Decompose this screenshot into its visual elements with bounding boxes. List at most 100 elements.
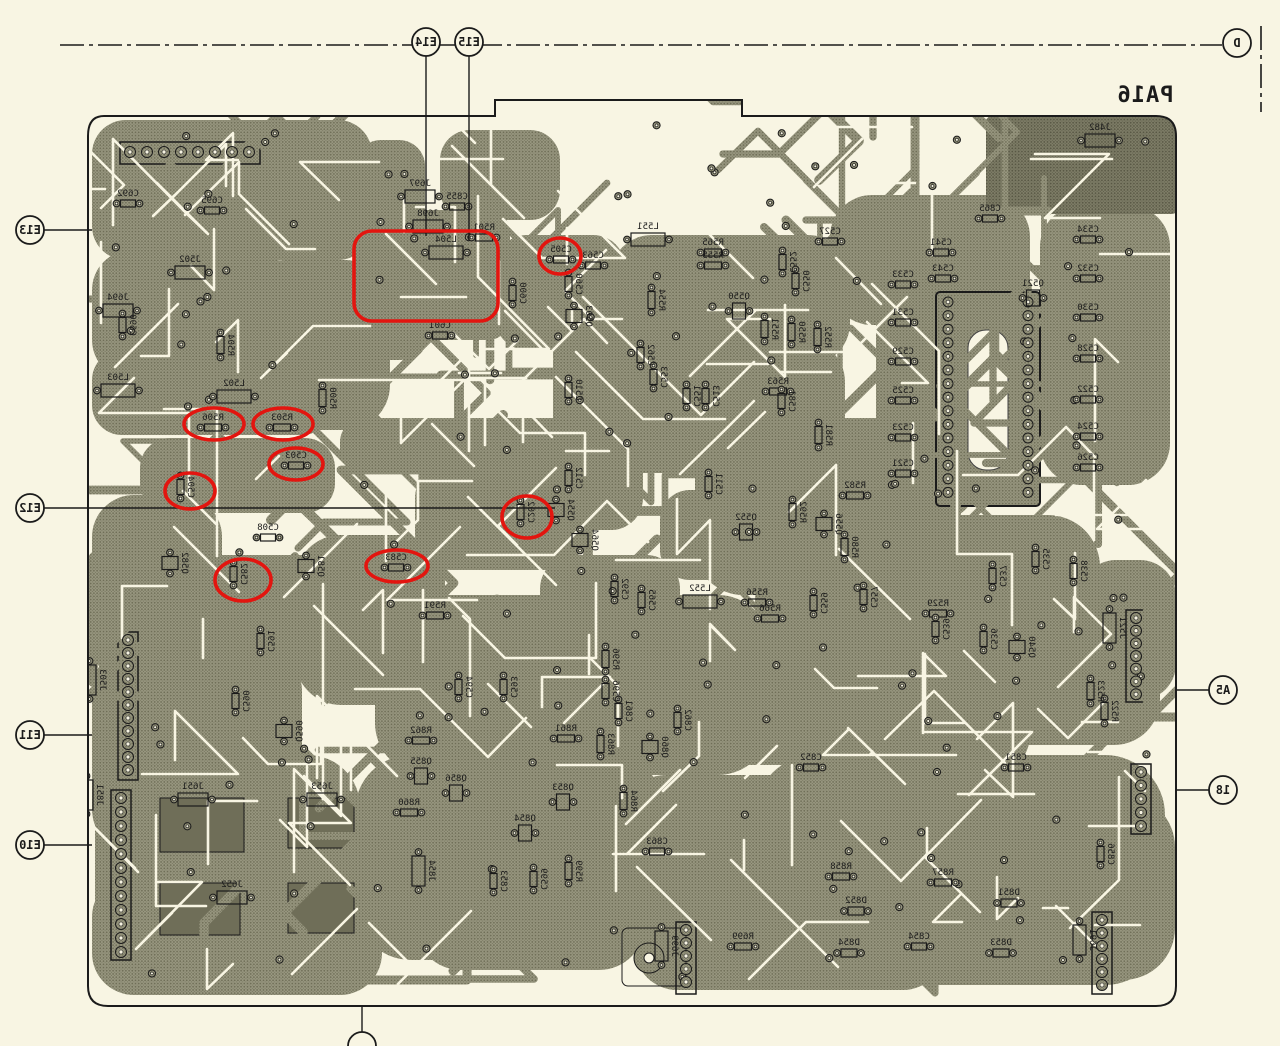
component [547,495,565,525]
component-label: Q503 [583,305,593,327]
component [636,339,645,371]
border-ref-label: E15 [458,35,480,49]
component-body [119,199,137,208]
component-body [564,275,573,293]
component-body [981,214,999,223]
component-label: J653 [311,782,333,792]
copper-pour [870,655,1030,775]
component-label: C536 [988,628,998,650]
component-body [1008,639,1026,655]
component-body [894,469,912,478]
component [1031,543,1040,575]
component-label: J694 [107,293,129,303]
component-body [565,308,583,324]
component [887,357,919,366]
component [548,793,578,811]
component-body [100,383,136,398]
component-body [847,906,865,916]
component-label: D852 [845,896,867,906]
component-body [809,594,818,612]
component [637,584,646,616]
component-body [814,425,823,445]
component-label: C592 [619,578,629,600]
component-label: C526 [1077,453,1099,463]
component [564,462,573,494]
component [1100,694,1109,728]
component-label: C552 [787,251,797,273]
component [499,671,508,703]
component-label: J854 [426,860,436,882]
component [596,727,605,761]
component-outlines [88,133,1123,969]
component-label: J502 [179,255,201,265]
connector-outline [1130,763,1152,835]
border-ref-label: D [1233,36,1240,50]
component [392,808,426,817]
component-label: R501 [473,223,495,233]
component-label: C695 [201,196,223,206]
component-label: J699 [669,935,679,957]
component [1072,463,1104,472]
component [887,433,919,442]
border-ref-E12: E12 [15,493,45,523]
component [887,396,919,405]
border-ref-E13: E13 [15,215,45,245]
component [1072,354,1104,363]
component-body [988,567,997,585]
component-body [931,620,940,638]
sheet-border-lines [60,26,1262,112]
component-body [177,792,209,807]
component-body [703,261,723,270]
component [170,792,216,807]
component-body [682,594,718,609]
component-label: C553 [658,366,668,388]
component [840,530,849,564]
component-label: Q856 [445,774,467,784]
component-label: Q564 [589,529,599,551]
component [1072,395,1104,404]
component-label: C535 [1040,548,1050,570]
component-body [601,682,610,700]
component-body [641,739,659,755]
component-label: C582 [238,563,248,585]
component-body [547,502,565,518]
component-label: C583 [385,553,407,563]
component-label: R503 [271,413,293,423]
highlight-marks [163,229,583,603]
component-body [413,767,429,785]
component-body [216,890,248,905]
component [209,890,255,905]
component [167,265,213,280]
component-label: C563 [582,251,604,261]
component-label: C551 [691,385,701,407]
copper-pour [610,235,850,365]
component [406,767,436,785]
component [931,613,940,645]
component-label: C202 [525,501,535,523]
component [795,763,827,772]
component-body [992,948,1010,958]
component [641,847,673,856]
component-body [979,630,988,648]
component [696,261,730,270]
component [601,642,610,676]
highlight-ellipse-C505 [537,236,583,276]
component [577,261,609,270]
component-body [831,872,851,881]
component [1000,763,1032,772]
component-body [654,930,669,962]
component-body [1031,550,1040,568]
top-right-pour [986,116,1176,214]
component-label: C599 [538,868,548,890]
border-ref-A5: A5 [1208,675,1238,705]
component [1018,289,1048,307]
component-body [1079,395,1097,404]
component [859,581,868,613]
component-label: C854 [908,932,930,942]
component [927,274,959,283]
component [649,361,658,393]
component-label: C508 [257,523,279,533]
component-label: D851 [998,888,1020,898]
